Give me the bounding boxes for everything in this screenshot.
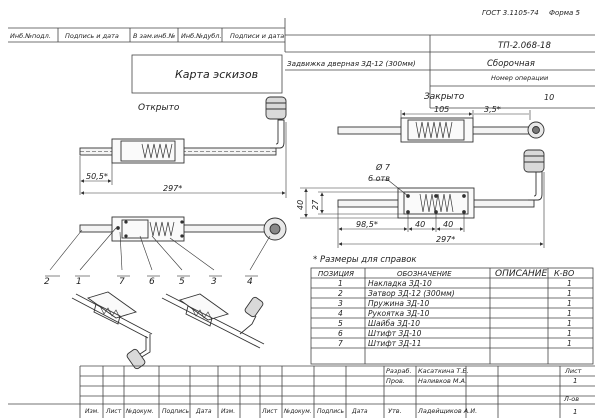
prov-label: Пров. [386,377,405,385]
dim-98-5: 98,5* [356,220,378,229]
isometric-closed [161,293,265,349]
table-row-qty: 1 [567,299,572,308]
closed-label: Закрыто [424,92,465,102]
callout-7: 7 [119,277,125,287]
callout-3: 3 [211,277,217,287]
col-izm-2: Изм. [221,408,235,415]
table-row-qty: 1 [567,339,572,348]
list-label: Лист [564,367,582,375]
table-row-qty: 1 [567,319,572,328]
col-data: Дата [195,408,212,415]
open-label: Открыто [138,103,180,113]
dim-50-5: 50,5* [86,172,108,181]
razrab-label: Разраб. [386,367,412,375]
table-row-name: Накладка ЗД-10 [368,279,432,288]
table-row-name: Штифт ЗД-11 [368,339,421,348]
parts-table-grid [310,267,594,365]
dim-40-a: 40 [415,220,425,229]
closed-view-dimensions [400,110,531,120]
vzam-inv-label: В зам.инб.№ [133,32,175,40]
table-header-qty: К-ВО [554,269,574,278]
callout-4: 4 [247,277,253,287]
callout-5: 5 [179,277,185,287]
table-row-name: Затвор ЗД-12 (300мм) [368,289,455,298]
operation-number-label: Номер операции [491,74,548,82]
callout-2: 2 [44,277,50,287]
col-ndoc: №докум. [125,408,154,415]
dim-40-b: 40 [443,220,453,229]
table-row-pos: 2 [338,289,343,298]
bolt-plan-view [337,149,545,219]
gost-label: ГОСТ 3.1105-74 [482,9,539,17]
col-podp-2: Подпись [317,408,344,415]
bolt-side-view [79,216,287,242]
document-code: ТП-2.068-18 [498,41,551,51]
dim-hole-diameter: Ø 7 [375,162,391,172]
table-header-description: ОПИСАНИЕ [495,269,548,279]
table-row-pos: 6 [338,329,343,338]
table-row-pos: 5 [338,319,343,328]
table-row-pos: 4 [338,309,343,318]
podpis-data-label: Подпись и дата [65,32,119,40]
col-data-2: Дата [351,408,368,415]
table-row-qty: 1 [567,329,572,338]
dim-40-left: 40 [296,200,305,210]
utv-label: Утв. [388,407,402,415]
form-label: Форма 5 [549,9,581,17]
list-value: 1 [573,377,577,385]
table-row-qty: 1 [567,309,572,318]
prov-name: Наливков М.А. [418,377,467,385]
title-block-grid [8,365,595,418]
dim-27: 27 [311,199,320,210]
col-podp: Подпись [162,408,189,415]
header-strip [8,18,595,109]
callout-leaders [45,227,271,277]
bolt-closed-view [337,117,545,143]
operation-type: Сборочная [487,59,535,69]
listov-value: 1 [573,408,577,416]
dim-297-top: 297* [163,184,182,193]
table-row-qty: 1 [567,289,572,298]
utv-name: Ладейщиков А.И. [417,407,477,415]
table-row-pos: 7 [338,339,343,348]
inv-dubl-label: Инб.№дубл. [181,32,222,40]
listov-label: Л-ов [563,395,579,403]
table-row-name: Штифт ЗД-10 [368,329,422,338]
table-row-pos: 1 [338,279,343,288]
table-row-qty: 1 [567,279,572,288]
callout-1: 1 [76,277,82,287]
table-row-pos: 3 [338,299,343,308]
col-ndoc-2: №докум. [283,408,312,415]
dim-105: 105 [434,105,449,114]
operation-number: 10 [544,93,554,102]
dim-297-bot: 297* [436,235,455,244]
plan-view-dimensions [300,172,545,248]
card-title: Карта эскизов [175,68,258,81]
col-izm: Изм. [85,408,99,415]
inv-podl-label: Инб.№подл. [10,32,51,40]
reference-note: * Размеры для справок [313,255,417,265]
table-row-name: Рукоятка ЗД-10 [368,309,430,318]
open-view-dimensions [79,122,287,198]
razrab-name: Касаткина Т.Е. [418,367,469,375]
isometric-open [71,291,153,370]
table-row-name: Шайба ЗД-10 [368,319,420,328]
podpisi-data-label: Подписи и дата [230,32,284,40]
table-row-name: Пружина ЗД-10 [368,299,429,308]
dim-3-5: 3,5* [484,105,501,114]
callout-6: 6 [149,277,155,287]
table-header-designation: ОБОЗНАЧЕНИЕ [397,270,452,278]
card-title-box [131,54,283,94]
product-name: Задвижка дверная ЗД-12 (300мм) [287,59,416,68]
col-list: Лист [105,408,122,415]
col-list-2: Лист [261,408,278,415]
bolt-open-view [79,96,287,164]
dim-holes-count: 6 отв [368,174,390,183]
table-header-position: ПОЗИЦИЯ [318,270,354,278]
